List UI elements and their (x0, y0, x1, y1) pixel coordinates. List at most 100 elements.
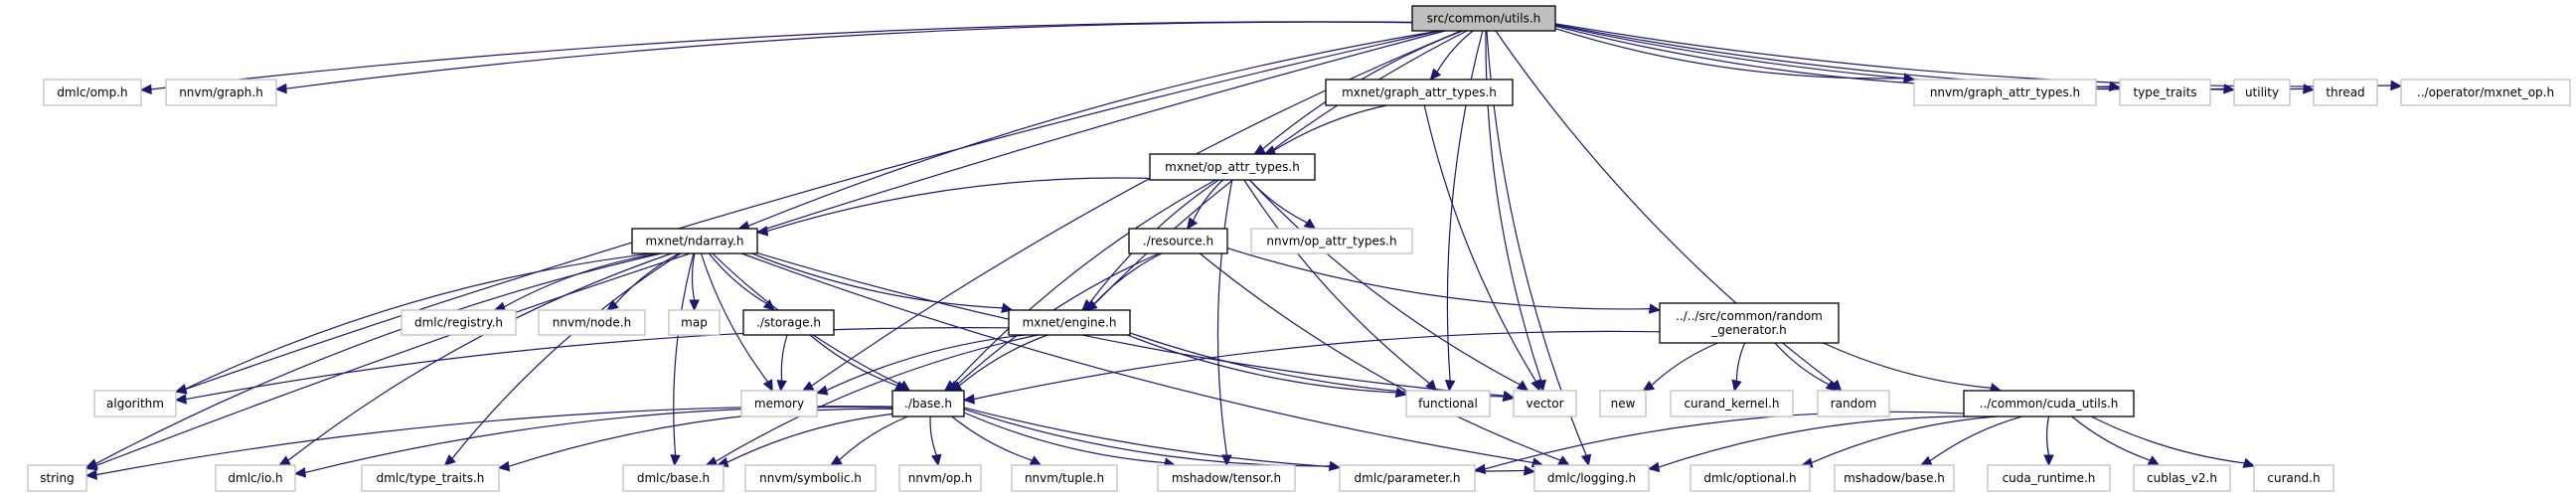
node-label: memory (754, 397, 804, 411)
node-graph-attr[interactable]: mxnet/graph_attr_types.h (1325, 79, 1514, 106)
arrowhead-ndarray-to-io (278, 455, 291, 466)
arrowhead-utils-to-thread (2303, 83, 2316, 94)
arrowhead-cuda_utils-to-logging (1647, 461, 1661, 473)
node-map: map (668, 309, 721, 336)
node-box (1325, 79, 1514, 106)
edge-utils-to-ndarray (747, 30, 1440, 227)
node-label: dmlc/logging.h (1547, 471, 1636, 485)
node-box (1817, 390, 1890, 417)
edge-engine-to-base (958, 334, 1048, 387)
node-label: curand_kernel.h (1684, 397, 1779, 411)
node-label: nnvm/op.h (908, 471, 972, 485)
node-vector: vector (1513, 390, 1577, 417)
arrowhead-utils-to-op_attr (1252, 144, 1266, 155)
edge-utils-to-vector (1485, 30, 1542, 382)
arrowhead-utils-to-functional (1444, 380, 1456, 393)
node-nnvm-op-attr: nnvm/op_attr_types.h (1250, 228, 1413, 254)
node-label: ./base.h (904, 397, 952, 411)
node-mshadow-base: mshadow/base.h (1834, 464, 1955, 492)
node-box (1008, 309, 1131, 336)
arrowhead-utils-to-omp (139, 83, 152, 95)
edge-graph_attr-to-op_attr (1273, 104, 1387, 151)
node-label: nnvm/graph.h (179, 85, 263, 99)
node-label: curand.h (2267, 471, 2320, 485)
node-symbolic: nnvm/symbolic.h (744, 464, 877, 492)
node-resource[interactable]: ./resource.h (1128, 228, 1228, 254)
node-label: _generator.h (1710, 323, 1787, 337)
node-curand-kernel: curand_kernel.h (1670, 390, 1794, 417)
edge-utils-to-omp (150, 21, 1413, 90)
node-box (401, 309, 517, 336)
node-label: dmlc/type_traits.h (377, 471, 485, 485)
node-label: nnvm/graph_attr_types.h (1930, 85, 2080, 99)
edge-base-to-tuple (951, 415, 1033, 461)
arrowhead-base-to-io (293, 467, 307, 478)
nodes-layer: src/common/utils.h dmlc/omp.h nnvm/graph.h… (27, 5, 2571, 492)
node-box (631, 228, 758, 254)
node-box (1670, 390, 1794, 417)
edge-op_attr-to-vector (1248, 179, 1521, 386)
edge-utils-to-graph (285, 21, 1413, 89)
edge-op_attr-to-tensor (1216, 179, 1233, 456)
edge-ndarray-to-node (614, 252, 680, 305)
node-engine[interactable]: mxnet/engine.h (1008, 309, 1131, 336)
node-label: dmlc/registry.h (414, 316, 503, 330)
node-box (361, 464, 500, 492)
edge-ndarray-to-registry (503, 252, 659, 308)
node-cublas: cublas_v2.h (2133, 464, 2231, 492)
edge-base-to-dmlc_type_traits (508, 408, 893, 467)
edge-cuda_utils-to-logging (1658, 415, 1970, 468)
edge-cuda_utils-to-cublas (2071, 415, 2151, 461)
node-label: functional (1418, 397, 1478, 411)
edge-ndarray-to-logging (741, 252, 1533, 464)
node-box (1128, 228, 1228, 254)
node-cuda-utils[interactable]: ../common/cuda_utils.h (1963, 390, 2135, 417)
node-label: nnvm/tuple.h (1025, 471, 1104, 485)
edge-base-to-nnvm_op (929, 415, 937, 456)
node-box (1411, 5, 1556, 32)
arrowhead-base-to-nnvm_op (931, 453, 942, 467)
node-label: dmlc/base.h (637, 471, 710, 485)
edge-op_attr-to-resource (1193, 179, 1223, 222)
node-ndarray[interactable]: mxnet/ndarray.h (631, 228, 758, 254)
edge-base-to-symbolic (839, 415, 908, 461)
node-box (2133, 464, 2231, 492)
node-label: ./storage.h (756, 316, 821, 330)
node-box (1405, 390, 1491, 417)
edge-engine-to-dmlc_base (715, 334, 1039, 462)
node-box (538, 309, 646, 336)
arrowhead-ndarray-to-map (689, 299, 700, 312)
edge-op_attr-to-functional (1243, 179, 1430, 385)
node-box (2119, 79, 2211, 106)
node-omp: dmlc/omp.h (43, 79, 142, 106)
node-string: string (27, 464, 87, 492)
edges-layer (84, 21, 2403, 480)
node-random-gen[interactable]: ../../src/common/random_generator.h (1659, 302, 1840, 344)
edge-resource-to-random_gen (1226, 248, 1651, 310)
node-box (2233, 79, 2291, 106)
node-new: new (1599, 390, 1647, 417)
node-functional: functional (1405, 390, 1491, 417)
node-label: cuda_runtime.h (2003, 471, 2096, 485)
node-utils[interactable]: src/common/utils.h (1411, 5, 1556, 32)
node-storage[interactable]: ./storage.h (742, 309, 835, 336)
edge-base-to-parameter (963, 409, 1331, 467)
node-dmlc-type-traits: dmlc/type_traits.h (361, 464, 500, 492)
arrowhead-base-to-parameter (1328, 460, 1342, 472)
arrowhead-engine-to-vector (1502, 391, 1516, 403)
arrowhead-base-to-tuple (1029, 455, 1043, 466)
arrowhead-graph_attr-to-vector (1530, 379, 1541, 393)
node-box (740, 390, 818, 417)
node-label: algorithm (106, 397, 164, 411)
node-base[interactable]: ./base.h (891, 390, 965, 417)
node-box (1987, 464, 2111, 492)
arrowhead-ndarray-to-dmlc_base (670, 454, 681, 467)
node-label: mxnet/graph_attr_types.h (1342, 85, 1497, 99)
edge-resource-to-engine (1093, 252, 1163, 305)
edge-engine-to-functional (1127, 334, 1397, 394)
arrowhead-base-to-symbolic (830, 454, 843, 466)
arrowhead-op_attr-to-ndarray (755, 226, 769, 237)
node-op-attr[interactable]: mxnet/op_attr_types.h (1149, 153, 1316, 181)
node-optional: dmlc/optional.h (1690, 464, 1811, 492)
node-box (1659, 302, 1840, 344)
